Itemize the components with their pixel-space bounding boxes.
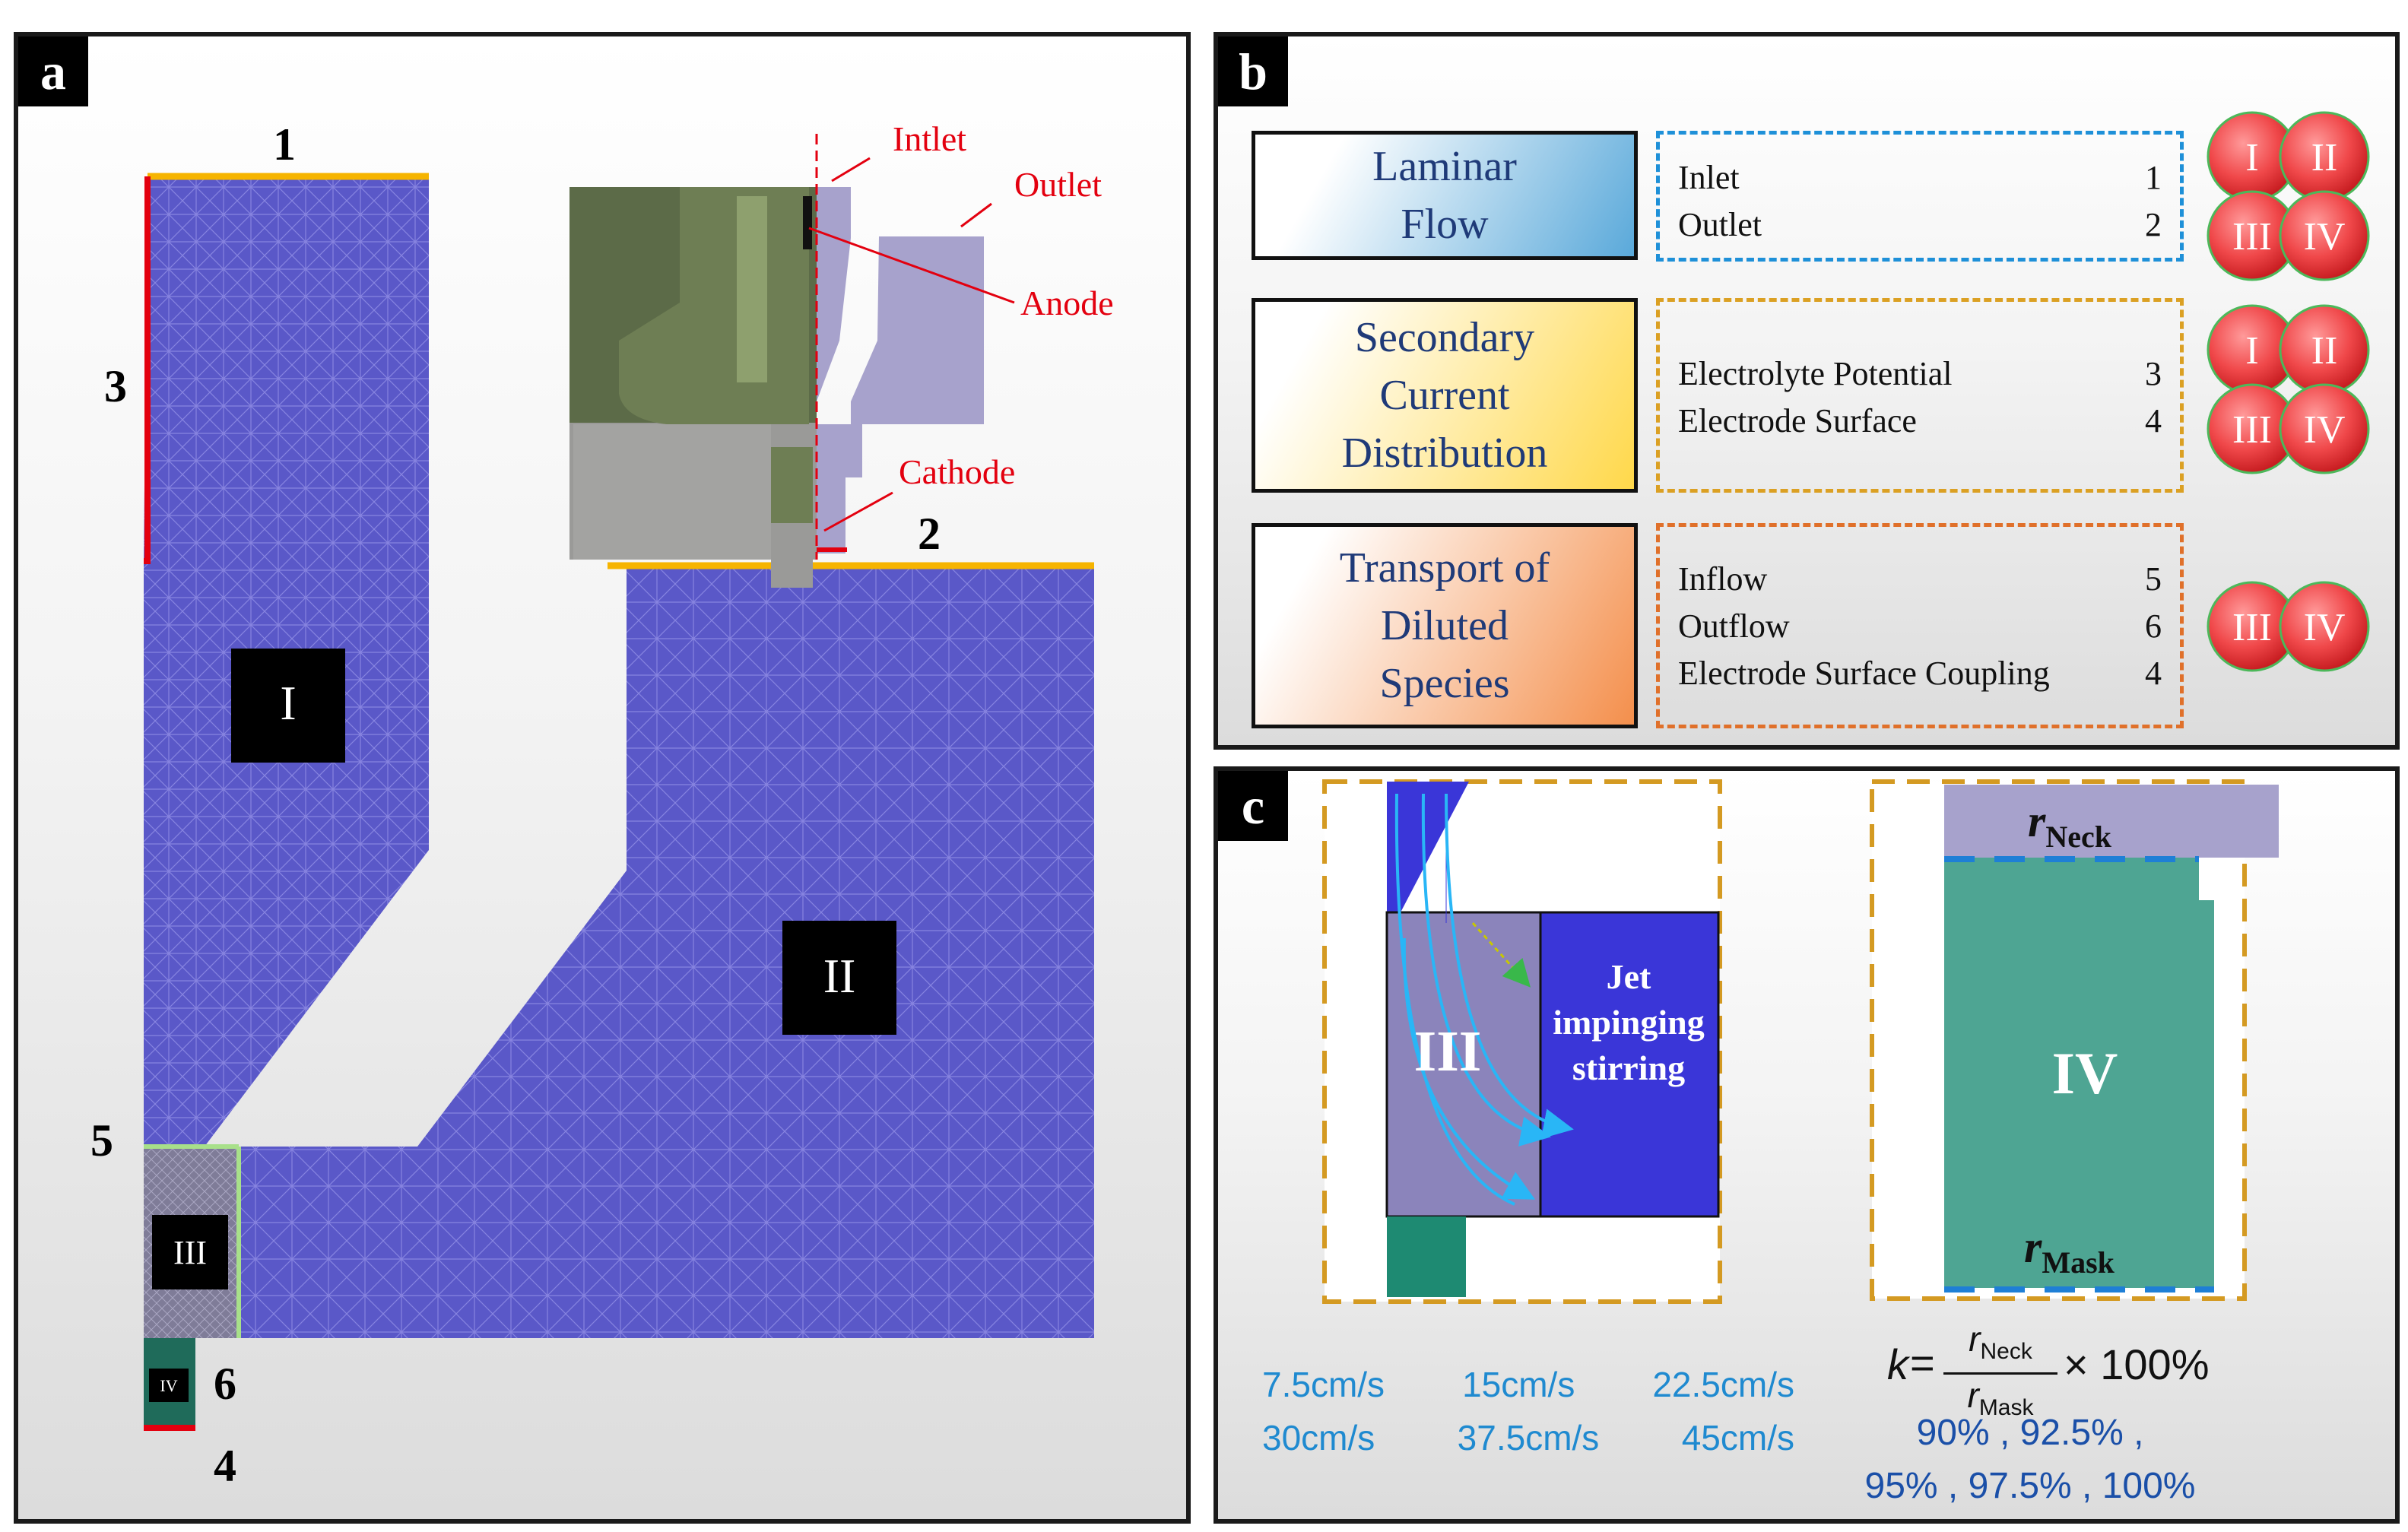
jet-label-line1: Jet bbox=[1607, 957, 1651, 996]
r-neck-label: rNeck bbox=[2028, 796, 2112, 854]
speed-value: 45cm/s bbox=[1681, 1418, 1794, 1457]
boundary-6-number: 6 bbox=[214, 1359, 236, 1409]
k-formula: k = rNeck rMask × 100% bbox=[1887, 1318, 2267, 1420]
panel-c: c III Jet impinging stirring bbox=[1214, 766, 2400, 1524]
physics-secondary-current: Secondary Current Distribution bbox=[1252, 298, 1638, 493]
boundary-2-number: 2 bbox=[918, 509, 941, 559]
speed-row: 30cm/s 37.5cm/s 45cm/s bbox=[1262, 1411, 1794, 1464]
region-iv-detail-label: IV bbox=[2052, 1040, 2118, 1106]
speed-value: 15cm/s bbox=[1462, 1365, 1575, 1404]
formula-fraction: rNeck rMask bbox=[1943, 1318, 2057, 1429]
inset-cathode-label: Cathode bbox=[899, 452, 1015, 491]
domain-badge: III bbox=[2232, 606, 2272, 649]
boundary-3-line bbox=[144, 176, 151, 564]
panel-a-svg: I II III IV 1 2 3 4 5 6 bbox=[90, 119, 1114, 1491]
jet-label-line2: impinging bbox=[1553, 1003, 1704, 1042]
k-percentages: 90% , 92.5% , 95% , 97.5% , 100% bbox=[1832, 1407, 2228, 1513]
domain-badge: III bbox=[2232, 215, 2272, 259]
speed-value: 7.5cm/s bbox=[1262, 1365, 1385, 1404]
domain-badge: I bbox=[2245, 329, 2258, 373]
region-iii-detail-label: III bbox=[1414, 1020, 1482, 1083]
percentage-line: 90% , 92.5% , bbox=[1916, 1413, 2144, 1453]
region-iii-label: III bbox=[173, 1234, 207, 1271]
physics-transport-diluted: Transport of Diluted Species bbox=[1252, 523, 1638, 728]
speed-value: 22.5cm/s bbox=[1652, 1365, 1794, 1404]
boundary-4-number: 4 bbox=[214, 1441, 236, 1491]
speed-value: 37.5cm/s bbox=[1457, 1418, 1600, 1457]
formula-denominator: rMask bbox=[1967, 1375, 2034, 1421]
flow-speeds: 7.5cm/s 15cm/s 22.5cm/s 30cm/s 37.5cm/s … bbox=[1262, 1358, 1794, 1464]
speed-value: 30cm/s bbox=[1262, 1418, 1375, 1457]
formula-eq: = bbox=[1910, 1339, 1935, 1387]
inset-outlet-label: Outlet bbox=[1014, 165, 1102, 204]
jet-label-line3: stirring bbox=[1572, 1048, 1685, 1087]
region-i-label: I bbox=[280, 676, 296, 730]
domain-badge: IV bbox=[2304, 606, 2346, 649]
domain-badge: III bbox=[2232, 408, 2272, 452]
percentage-line: 95% , 97.5% , 100% bbox=[1864, 1466, 2196, 1506]
speed-row: 7.5cm/s 15cm/s 22.5cm/s bbox=[1262, 1358, 1794, 1411]
panel-c-svg: III Jet impinging stirring IV rNeck rMas… bbox=[1322, 779, 2279, 1304]
boundary-1-number: 1 bbox=[273, 119, 296, 170]
inset-model bbox=[569, 134, 1015, 588]
panel-c-label: c bbox=[1218, 771, 1288, 841]
panel-a: a bbox=[14, 32, 1191, 1524]
panel-b-label: b bbox=[1218, 36, 1288, 106]
domain-badge: I bbox=[2245, 136, 2258, 179]
region-ii-mesh bbox=[239, 569, 1094, 1338]
physics-laminar-flow: Laminar Flow bbox=[1252, 131, 1638, 260]
domain-badge: IV bbox=[2304, 215, 2346, 259]
domain-badge: II bbox=[2311, 329, 2338, 373]
inset-intlet-label: Intlet bbox=[893, 119, 966, 158]
formula-k: k bbox=[1887, 1340, 1908, 1388]
inset-anode-label: Anode bbox=[1020, 284, 1114, 322]
formula-tail: × 100% bbox=[2064, 1340, 2210, 1388]
boundary-3-number: 3 bbox=[104, 361, 127, 411]
formula-numerator: rNeck bbox=[1943, 1318, 2057, 1375]
region-ii-label: II bbox=[823, 949, 856, 1003]
boundary-5-number: 5 bbox=[90, 1115, 113, 1166]
region-iv-label: IV bbox=[160, 1376, 177, 1395]
domain-badge: II bbox=[2311, 136, 2338, 179]
domain-badge: IV bbox=[2304, 408, 2346, 452]
panel-a-label: a bbox=[18, 36, 88, 106]
r-mask-label: rMask bbox=[2024, 1222, 2115, 1280]
